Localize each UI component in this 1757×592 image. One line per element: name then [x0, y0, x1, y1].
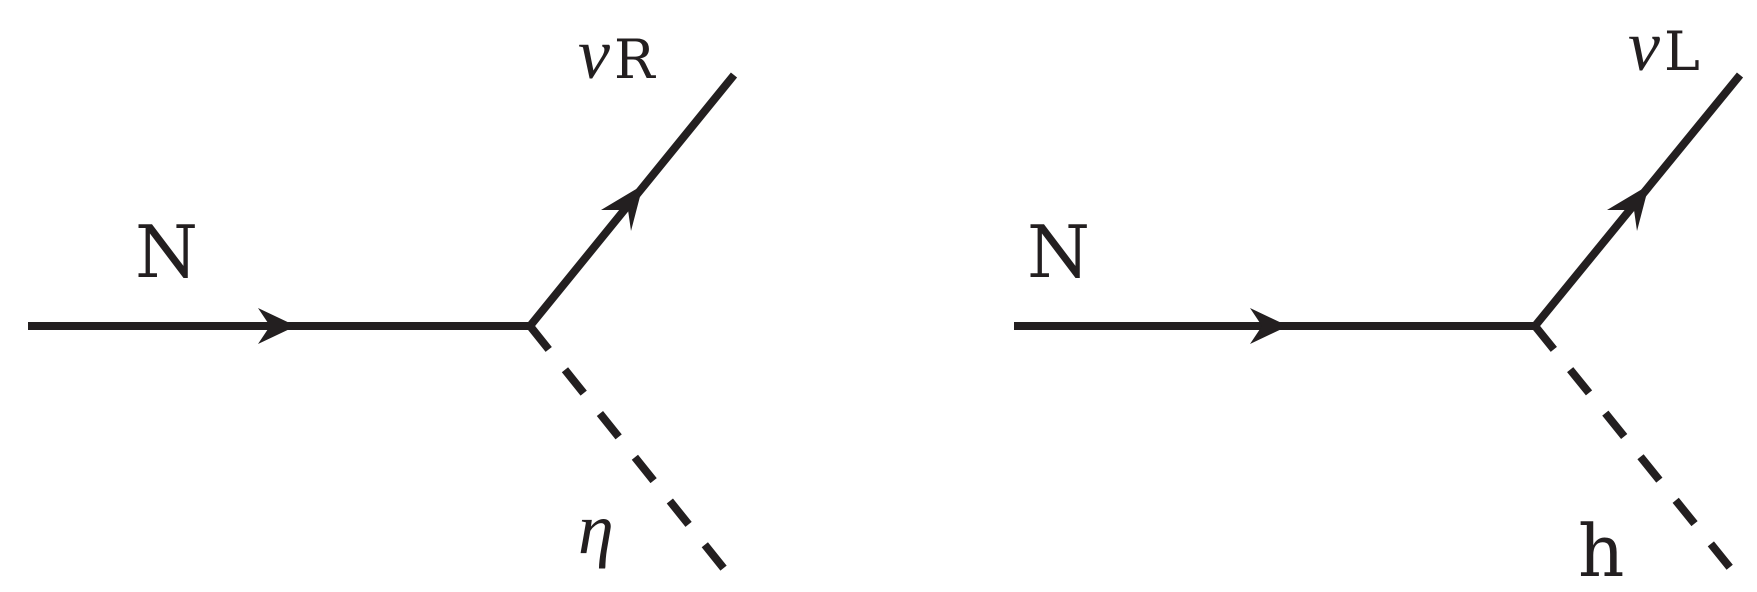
outgoing-fermion-label-right: ν L: [1628, 6, 1700, 86]
outgoing-fermion-subscript-left: R: [614, 28, 656, 91]
scalar-line-left: [526, 323, 737, 583]
incoming-arrow-right: [1250, 308, 1288, 344]
outgoing-fermion-subscript-right: L: [1664, 20, 1700, 83]
scalar-label-left: η: [578, 489, 614, 569]
incoming-arrow-left: [258, 308, 296, 344]
incoming-label-right: N: [1027, 210, 1090, 294]
diagram-left: N ν R η: [28, 14, 738, 583]
outgoing-arrow-right: [1607, 185, 1649, 231]
outgoing-arrow-left: [601, 185, 643, 231]
outgoing-fermion-symbol-right: ν: [1628, 6, 1660, 86]
outgoing-fermion-label-left: ν R: [578, 14, 656, 94]
scalar-line-right: [1531, 323, 1744, 583]
diagram-right: N ν L h: [1014, 6, 1744, 592]
scalar-label-right: h: [1578, 509, 1624, 592]
incoming-label-left: N: [135, 210, 198, 294]
outgoing-fermion-symbol-left: ν: [578, 14, 610, 94]
